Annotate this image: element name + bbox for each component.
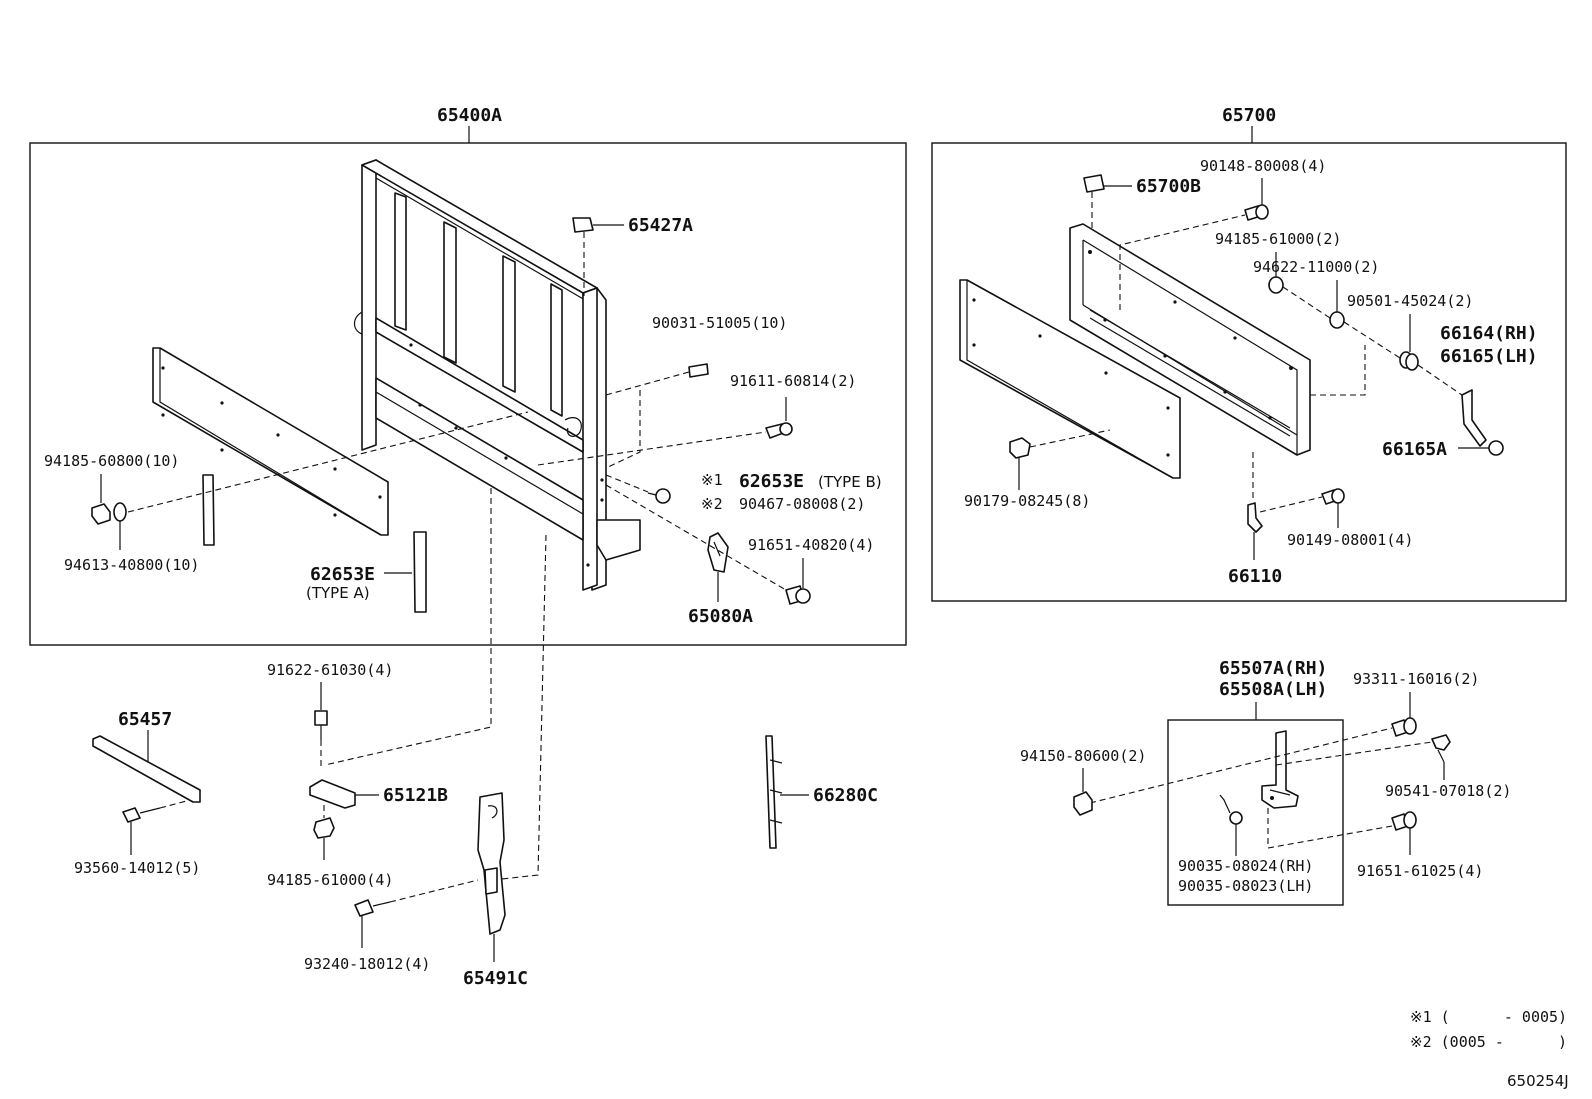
hinge-bracket [1261,730,1299,809]
label-90035-08023: 90035-08023(LH) [1178,877,1313,895]
label-65457: 65457 [118,709,172,730]
mark-62653E-type-b: ※1 [701,471,723,489]
cap-65700B [1083,174,1105,193]
label-94150-80600: 94150-80600(2) [1020,747,1146,765]
label-93240-18012: 93240-18012(4) [304,955,430,973]
washer-94613-40800 [113,502,127,522]
tailgate-panel [152,347,389,536]
label-93311-16016: 93311-16016(2) [1353,670,1479,688]
label-66165A: 66165A [1382,439,1447,460]
label-66280C: 66280C [813,785,878,806]
bolt-90149-08001 [1321,488,1345,505]
label-90179-08245: 90179-08245(8) [964,492,1090,510]
bolt-90031-51005 [688,363,709,378]
rod-66164-66165 [1461,389,1487,447]
rear-gate-frame [1069,223,1311,456]
nut-94185-61000-a [1268,276,1284,294]
bolt-93311-16016 [1391,717,1417,737]
mark-90467-08008: ※2 [701,495,723,513]
bolt-90148-80008 [1244,204,1269,221]
strip-65457 [92,735,201,803]
washer-94622-11000 [1329,311,1345,329]
cap-66165A [1488,440,1504,456]
label-65121B: 65121B [383,785,448,806]
label-90149-08001: 90149-08001(4) [1287,531,1413,549]
label-94185-61000-b: 94185-61000(4) [267,871,393,889]
group-label-65507A: 65507A(RH) [1219,658,1327,679]
rod-66280C [765,735,783,849]
label-91622-61030: 91622-61030(4) [267,661,393,679]
pin-90035 [1219,794,1243,825]
label-66110: 66110 [1228,566,1282,587]
label-62653E-type-a-note: (TYPE A) [306,584,370,602]
label-91611-60814: 91611-60814(2) [730,372,856,390]
label-66164: 66164(RH) [1440,323,1538,344]
latch-65080A [707,532,729,573]
bracket-65121B [309,779,356,809]
label-90035-08024: 90035-08024(RH) [1178,857,1313,875]
bracket-65491C [477,792,506,935]
label-90467-08008: 90467-08008(2) [739,495,865,513]
label-62653E-type-b: 62653E [739,471,804,492]
label-94185-60800: 94185-60800(10) [44,452,179,470]
rear-gate-panel [959,279,1181,479]
tailgate-frame-drawing [353,159,641,591]
bolt-93240-18012 [354,899,391,917]
label-90148-80008: 90148-80008(4) [1200,157,1326,175]
label-62653E-type-a: 62653E [310,564,375,585]
weatherstrip-62653E-type-a [202,474,427,613]
tailgate-group-frame [29,142,907,646]
bolt-91611-60814 [765,422,793,439]
label-91651-61025: 91651-61025(4) [1357,862,1483,880]
bolt-93560-14012 [122,807,161,823]
label-94185-61000-a: 94185-61000(2) [1215,230,1341,248]
label-90501-45024: 90501-45024(2) [1347,292,1473,310]
label-65080A: 65080A [688,606,753,627]
rear-gate-group-frame [931,142,1567,602]
label-65427A: 65427A [628,215,693,236]
label-93560-14012: 93560-14012(5) [74,859,200,877]
label-90541-07018: 90541-07018(2) [1385,782,1511,800]
bolt-91651-61025 [1391,811,1417,831]
bushing-90501-45024 [1399,351,1419,371]
nut-94185-60800 [91,503,111,525]
group-label-65400A: 65400A [437,105,502,126]
clip-62653E-type-b [647,488,671,504]
diagram-id: 650254J [1507,1072,1569,1090]
label-65491C: 65491C [463,968,528,989]
label-90031-51005: 90031-51005(10) [652,314,787,332]
label-94622-11000: 94622-11000(2) [1253,258,1379,276]
bracket-66110 [1247,502,1263,533]
nut-94150-80600 [1073,791,1093,816]
label-65700B: 65700B [1136,176,1201,197]
group-label-65700: 65700 [1222,105,1276,126]
label-62653E-type-b-note: (TYPE B) [818,473,882,491]
footnote-2: ※2 (0005 - ) [1410,1033,1567,1051]
fitting-90541-07018 [1431,734,1451,763]
label-66165: 66165(LH) [1440,346,1538,367]
bolt-91622-61030 [314,710,328,740]
footnote-1: ※1 ( - 0005) [1410,1008,1567,1026]
label-94613-40800: 94613-40800(10) [64,556,199,574]
bolt-90179-08245 [1009,437,1031,459]
nut-94185-61000-b [313,817,335,839]
cap-65427A [572,217,594,233]
group-label-65508A: 65508A(LH) [1219,679,1327,700]
bolt-91651-40820 [785,585,811,605]
label-91651-40820: 91651-40820(4) [748,536,874,554]
